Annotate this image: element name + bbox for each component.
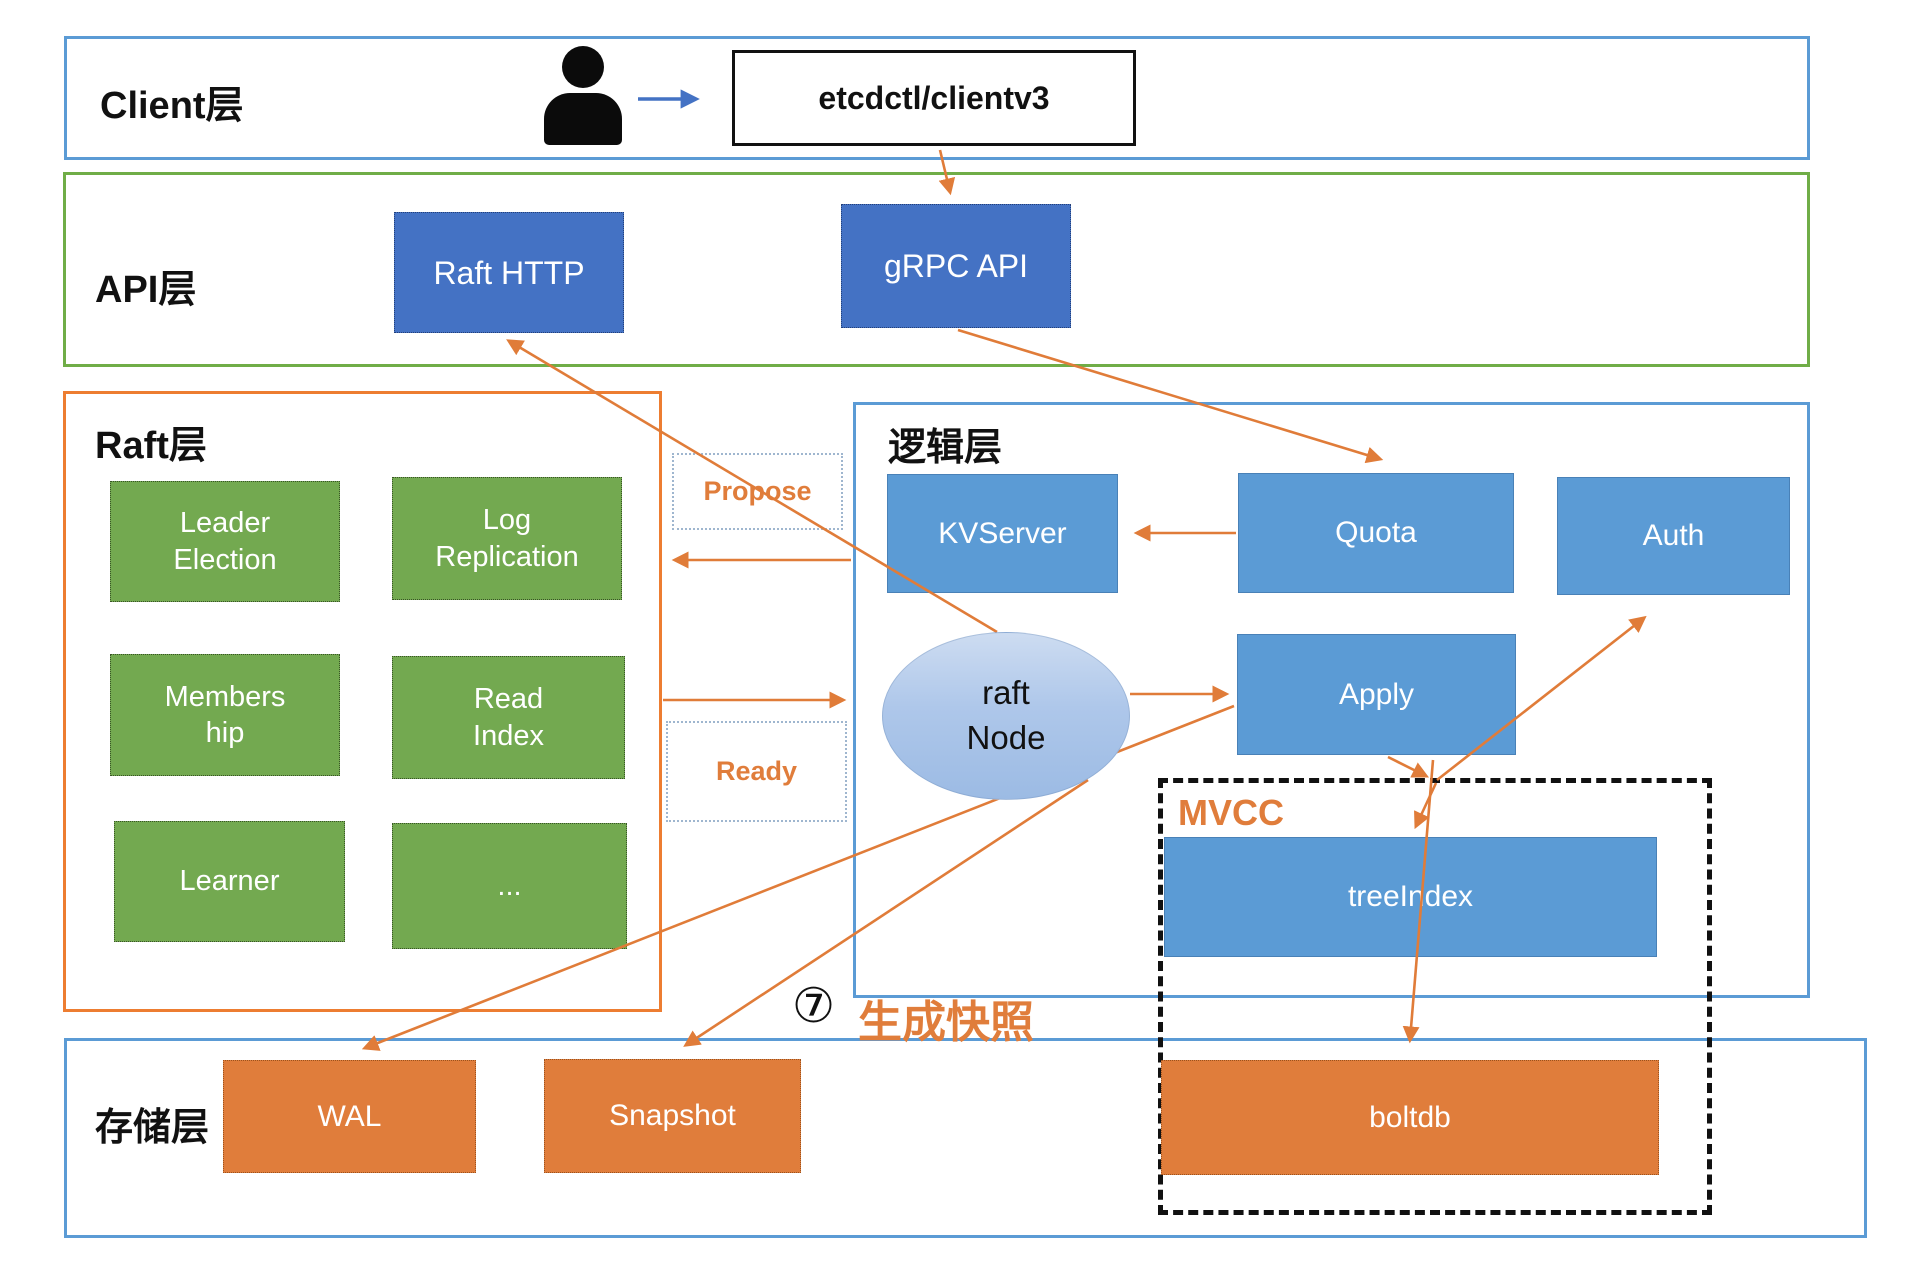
leader-election-box: Leader Election	[110, 481, 340, 602]
raft-layer-box	[63, 391, 662, 1012]
auth-box: Auth	[1557, 477, 1790, 595]
boltdb-box: boltdb	[1161, 1060, 1659, 1175]
api-layer-label: API层	[95, 269, 197, 311]
etcdctl-clientv3-box: etcdctl/clientv3	[732, 50, 1136, 146]
learner-box: Learner	[114, 821, 345, 942]
snapshot-annotation: 生成快照	[858, 998, 1034, 1047]
treeindex-box: treeIndex	[1164, 837, 1657, 957]
logic-layer-label: 逻辑层	[888, 427, 1003, 469]
client-layer-label: Client层	[100, 85, 244, 127]
quota-box: Quota	[1238, 473, 1514, 593]
raft-layer-label: Raft层	[95, 425, 207, 467]
storage-layer-label: 存储层	[95, 1107, 210, 1149]
wal-box: WAL	[223, 1060, 476, 1173]
log-replication-box: Log Replication	[392, 477, 622, 600]
raft-node-ellipse: raft Node	[882, 632, 1130, 800]
user-icon-head	[562, 46, 604, 88]
user-icon	[544, 46, 622, 146]
apply-box: Apply	[1237, 634, 1516, 755]
raft-more-box: ...	[392, 823, 627, 949]
kvserver-box: KVServer	[887, 474, 1118, 593]
snapshot-box: Snapshot	[544, 1059, 801, 1173]
user-icon-body	[544, 93, 622, 145]
mvcc-label: MVCC	[1178, 792, 1284, 833]
step-7-marker: ⑦	[792, 980, 836, 1033]
grpc-api-box: gRPC API	[841, 204, 1071, 328]
ready-label: Ready	[666, 721, 847, 822]
propose-label: Propose	[672, 453, 843, 530]
read-index-box: Read Index	[392, 656, 625, 779]
membership-box: Members hip	[110, 654, 340, 776]
raft-http-box: Raft HTTP	[394, 212, 624, 333]
client-layer-box	[64, 36, 1810, 160]
